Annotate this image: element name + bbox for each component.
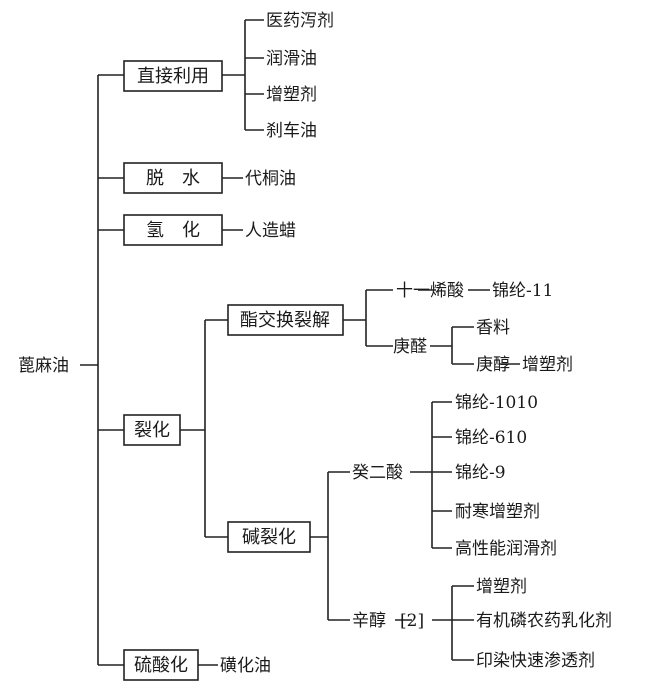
octanol-label: 辛醇 bbox=[352, 611, 386, 631]
octanol-ref: [2] bbox=[400, 611, 424, 631]
product-dyeing-penetrant: 印染快速渗透剂 bbox=[476, 651, 595, 671]
branch-sulfation: 硫酸化 bbox=[123, 649, 199, 681]
product-brake-fluid: 刹车油 bbox=[266, 121, 317, 141]
undecenoic-acid-label: 十一烯酸 bbox=[396, 281, 464, 301]
heptanol-label: 庚醇 bbox=[476, 355, 510, 375]
cracking-label: 裂化 bbox=[134, 420, 170, 441]
product-nylon-9: 锦纶-9 bbox=[455, 463, 506, 483]
sulfation-label: 硫酸化 bbox=[134, 655, 188, 676]
root-label: 蓖麻油 bbox=[18, 356, 69, 376]
product-octanol-plasticizer: 增塑剂 bbox=[476, 577, 527, 597]
product-heptanol-plasticizer: 增塑剂 bbox=[522, 355, 573, 375]
product-plasticizer: 增塑剂 bbox=[266, 85, 317, 105]
product-nylon-610: 锦纶-610 bbox=[455, 428, 527, 448]
product-cold-resistant-plasticizer: 耐寒增塑剂 bbox=[455, 502, 540, 522]
branch-dehydrate: 脱 水 bbox=[123, 162, 223, 194]
heptanal-label: 庚醛 bbox=[393, 337, 427, 357]
branch-cracking: 裂化 bbox=[123, 414, 181, 446]
product-fragrance: 香料 bbox=[476, 318, 510, 338]
transesterification-label: 酯交换裂解 bbox=[240, 310, 330, 331]
product-high-performance-lubricant: 高性能润滑剂 bbox=[455, 539, 557, 559]
product-nylon-11: 锦纶-11 bbox=[492, 281, 553, 301]
product-sulfonated-oil: 磺化油 bbox=[220, 656, 271, 676]
alkali-cracking-label: 碱裂化 bbox=[242, 527, 296, 548]
direct-use-label: 直接利用 bbox=[137, 66, 209, 87]
branch-hydrogenate: 氢 化 bbox=[123, 214, 223, 246]
dehydrate-label: 脱 水 bbox=[146, 168, 200, 189]
product-pesticide-emulsifier: 有机磷农药乳化剂 bbox=[476, 611, 612, 631]
hydrogenate-label: 氢 化 bbox=[146, 220, 200, 241]
product-laxative: 医药泻剂 bbox=[266, 11, 334, 31]
branch-transesterification: 酯交换裂解 bbox=[227, 304, 344, 336]
product-tung-oil-substitute: 代桐油 bbox=[245, 169, 296, 189]
connector-lines bbox=[80, 19, 520, 666]
product-artificial-wax: 人造蜡 bbox=[245, 221, 296, 241]
product-nylon-1010: 锦纶-1010 bbox=[455, 393, 538, 413]
branch-direct-use: 直接利用 bbox=[123, 60, 223, 92]
sebacic-acid-label: 癸二酸 bbox=[352, 463, 403, 483]
product-lubricant: 润滑油 bbox=[266, 49, 317, 69]
branch-alkali-cracking: 碱裂化 bbox=[227, 521, 311, 553]
